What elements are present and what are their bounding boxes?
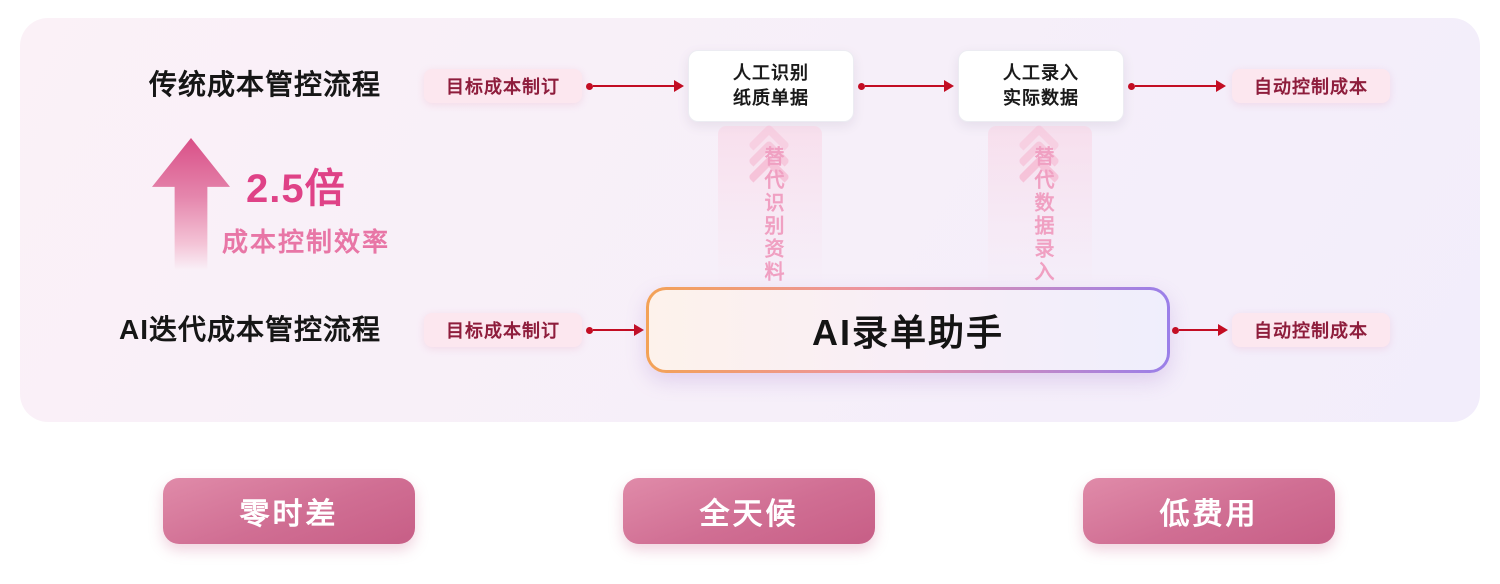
flow-arrow-3 [1128,78,1226,94]
flow-arrow-1 [586,78,684,94]
arrow-dot-icon [1128,82,1135,90]
pill-target-cost-top: 目标成本制订 [424,69,582,103]
pill-auto-control-top: 自动控制成本 [1232,69,1390,103]
replace-text-entry: 替代数据录入 [1031,146,1053,284]
replace-band-2 [988,123,1092,288]
arrow-line [1135,85,1216,87]
flow-arrow-4 [586,322,644,338]
arrow-line [865,85,944,87]
ai-assistant-box: AI录单助手 [646,287,1170,373]
manual-entry-box: 人工录入 实际数据 [958,50,1124,122]
flow-arrow-2 [858,78,954,94]
arrowhead-icon [944,80,954,92]
arrow-line [593,329,634,331]
replace-text-recognition: 替代识别资料 [761,146,783,284]
arrow-dot-icon [1172,326,1179,334]
badge-all-weather: 全天候 [623,478,875,544]
metric-label: 成本控制效率 [222,227,391,257]
main-card: 传统成本管控流程 目标成本制订 人工识别 纸质单据 人工录入 实际数据 自动控制… [20,18,1480,422]
ai-flow-label: AI迭代成本管控流程 [118,314,381,345]
arrowhead-icon [634,324,644,336]
arrow-line [593,85,674,87]
replace-band-1 [718,123,822,288]
arrow-dot-icon [586,82,593,90]
box-line: 纸质单据 [733,88,809,108]
manual-recognition-box: 人工识别 纸质单据 [688,50,854,122]
pill-auto-control-bottom: 自动控制成本 [1232,313,1390,347]
arrowhead-icon [1218,324,1228,336]
ai-assistant-label: AI录单助手 [649,290,1167,370]
pill-target-cost-bottom: 目标成本制订 [424,313,582,347]
arrow-dot-icon [586,326,593,334]
flow-arrow-5 [1172,322,1228,338]
badge-zero-delay: 零时差 [163,478,415,544]
traditional-flow-label: 传统成本管控流程 [148,69,381,100]
arrowhead-icon [674,80,684,92]
box-line: 人工识别 [733,62,809,83]
arrowhead-icon [1216,80,1226,92]
badge-low-cost: 低费用 [1083,478,1335,544]
arrow-line [1179,329,1218,331]
arrow-dot-icon [858,82,865,90]
big-up-arrow-icon [152,138,230,270]
box-line: 实际数据 [1003,88,1079,108]
box-line: 人工录入 [1003,62,1079,83]
metric-value: 2.5倍 [246,167,346,211]
